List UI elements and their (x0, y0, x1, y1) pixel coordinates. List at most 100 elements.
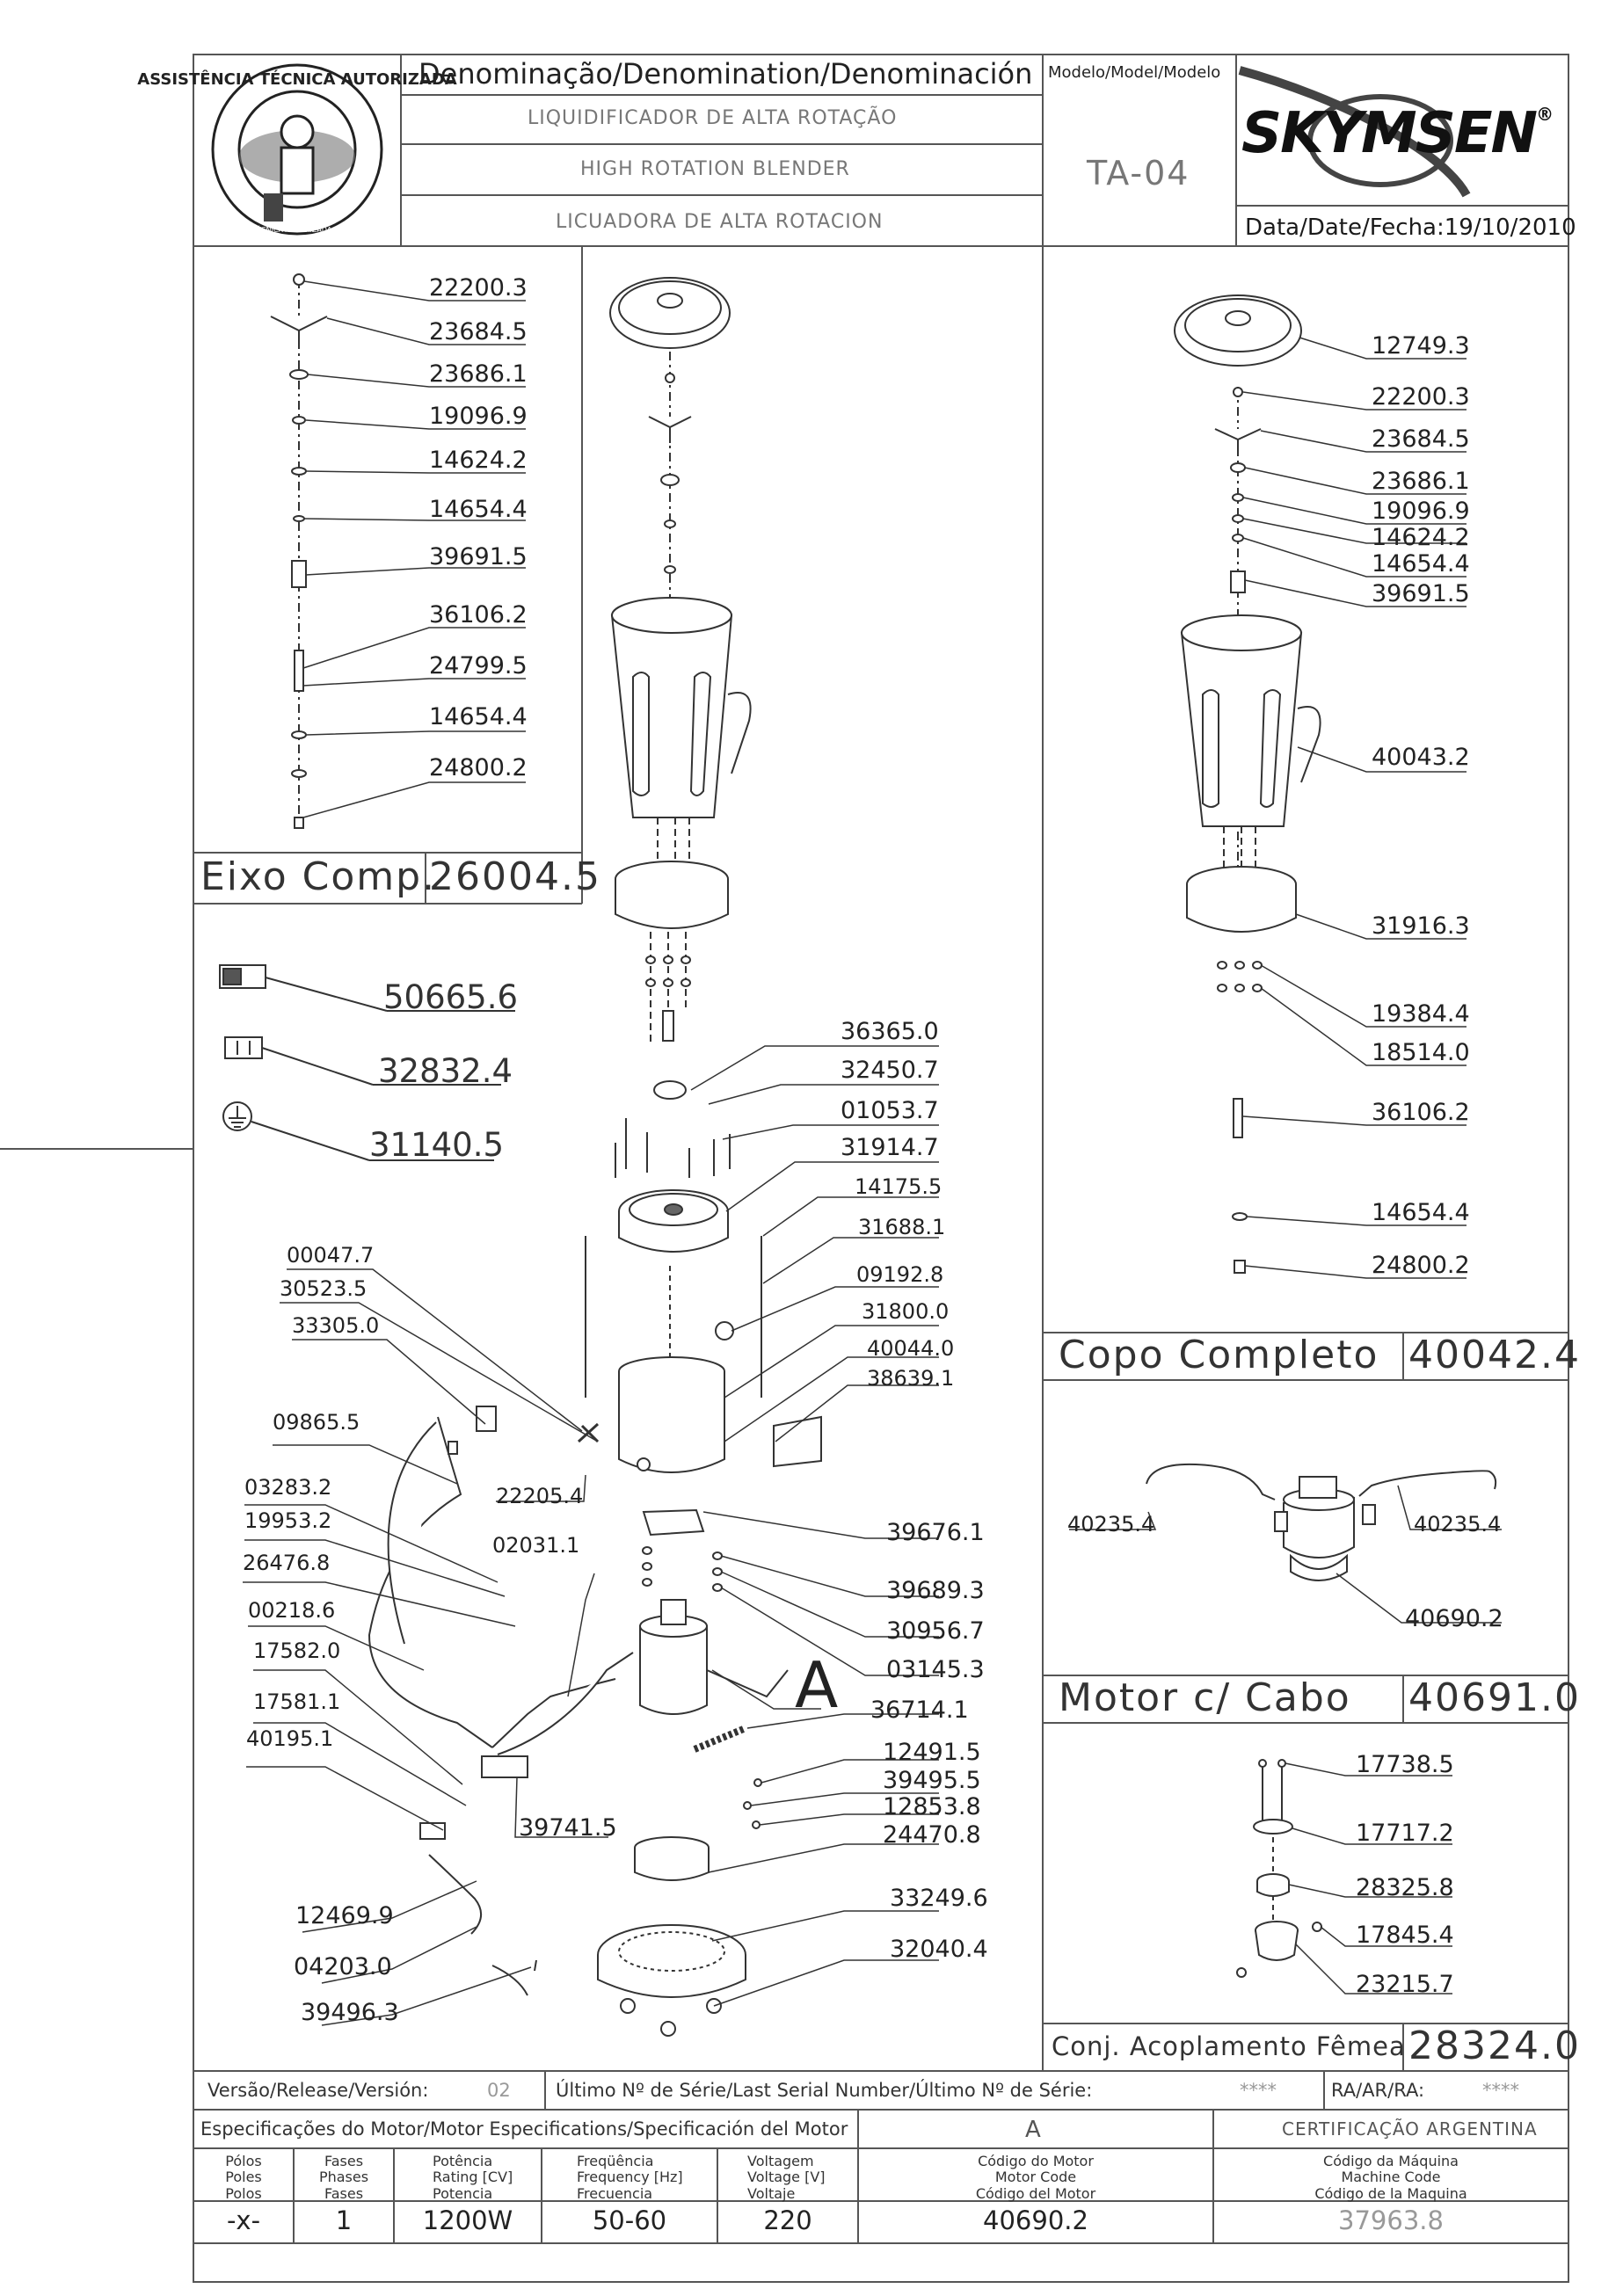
motor-code-value: 40690.2 (983, 2205, 1088, 2235)
part-number: 03283.2 (244, 1475, 332, 1500)
rating-value: 1200W (422, 2205, 513, 2235)
part-number: 30956.7 (886, 1617, 985, 1645)
part-number: 39689.3 (886, 1577, 985, 1604)
part-number: 31916.3 (1372, 912, 1470, 940)
poles-value: -x- (226, 2205, 261, 2235)
logo-text-art: ASSISTÊNCIA TÉCNICA AUTORIZADA (137, 69, 456, 89)
part-number: 36365.0 (841, 1018, 939, 1045)
date-value: 19/10/2010 (1444, 214, 1576, 241)
column-header-motor-code: Código do Motor Motor Code Código del Mo… (975, 2153, 1096, 2202)
ra-value: **** (1482, 2080, 1519, 2101)
motor-cable-drawing (1146, 1463, 1497, 1581)
column-header-machine-code: Código da Máquina Machine Code Código de… (1314, 2153, 1467, 2202)
brand-name: SKYMSEN (1241, 101, 1538, 166)
part-number: 14654.4 (1372, 1199, 1470, 1226)
part-number: 12469.9 (295, 1902, 394, 1929)
voltage-value: 220 (763, 2205, 812, 2235)
part-number: 24800.2 (429, 754, 528, 781)
part-number: 03145.3 (886, 1656, 985, 1683)
coupling-drawing (1236, 1759, 1322, 1978)
brand-registered-mark: ® (1536, 104, 1554, 125)
part-number: 31914.7 (841, 1134, 939, 1161)
ground-symbol-icon (222, 1101, 494, 1161)
model-value: TA-04 (1087, 154, 1190, 193)
part-number: 23684.5 (1372, 425, 1470, 453)
part-number: 12491.5 (883, 1739, 981, 1766)
date-field: Data/Date/Fecha:19/10/2010 (1245, 216, 1576, 239)
part-number: 23686.1 (1372, 468, 1470, 495)
part-number: 26476.8 (243, 1551, 331, 1575)
column-header-poles: Pólos Poles Polos (225, 2153, 262, 2202)
phases-value: 1 (335, 2205, 353, 2235)
version-value: 02 (487, 2080, 511, 2101)
product-name-es: LICUADORA DE ALTA ROTACION (556, 211, 884, 233)
cup-assembly-drawing (1174, 294, 1321, 1274)
part-number: 01053.7 (841, 1097, 939, 1124)
part-number: 39691.5 (1372, 580, 1470, 607)
certification-label: CERTIFICAÇÃO ARGENTINA (1282, 2118, 1538, 2140)
product-name-en: HIGH ROTATION BLENDER (580, 158, 850, 180)
main-leader-lines (243, 1045, 939, 2026)
detail-letter-art: A (795, 1648, 838, 1722)
model-label: Modelo/Model/Modelo (1048, 63, 1221, 82)
part-number: 22205.4 (496, 1484, 584, 1508)
cup-panel-title: Copo Completo (1059, 1333, 1379, 1377)
brand-logo: SKYMSEN® (1241, 104, 1554, 162)
part-number: 12749.3 (1372, 332, 1470, 360)
shaft-leader-lines (302, 280, 526, 818)
logo-text: ASSISTÊNCIA TÉCNICA AUTORIZADA (204, 226, 332, 234)
column-header-rating: Potência Rating [CV] Potencia (433, 2153, 513, 2202)
part-number: 23686.1 (429, 360, 528, 388)
part-number: 14175.5 (855, 1174, 943, 1199)
part-number: 33249.6 (890, 1885, 988, 1912)
part-number: 36106.2 (1372, 1099, 1470, 1126)
part-number: 31800.0 (862, 1299, 950, 1324)
part-number: 14624.2 (429, 447, 528, 474)
part-number: 32832.4 (378, 1052, 513, 1090)
part-number: 17581.1 (253, 1689, 341, 1714)
part-number: 09865.5 (273, 1410, 360, 1435)
warning-label-icon (219, 964, 515, 1012)
part-number: 14624.2 (1372, 524, 1470, 551)
column-header-phases: Fases Phases Fases (318, 2153, 369, 2202)
serial-label: Último Nº de Série/Last Serial Number/Úl… (556, 2080, 1093, 2101)
version-label: Versão/Release/Versión: (207, 2080, 429, 2101)
part-number: 40235.4 (1414, 1512, 1502, 1537)
shaft-panel-code: 26004.5 (429, 854, 601, 899)
coupling-leader-lines (1285, 1762, 1452, 1994)
detail-letter: A (795, 1652, 799, 1658)
main-blender-drawing (368, 277, 822, 2037)
column-header-frequency: Freqüência Frequency [Hz] Frecuencia (577, 2153, 683, 2202)
part-number: 19953.2 (244, 1508, 332, 1533)
part-number: 40235.4 (1067, 1512, 1155, 1537)
part-number: 00047.7 (287, 1243, 375, 1268)
authorized-service-logo (211, 63, 383, 236)
part-number: 31140.5 (369, 1126, 505, 1164)
part-number: 23684.5 (429, 318, 528, 345)
ra-label: RA/AR/RA: (1331, 2080, 1425, 2101)
part-number: 19096.9 (1372, 498, 1470, 525)
part-number: 24470.8 (883, 1821, 981, 1849)
part-number: 40690.2 (1405, 1605, 1503, 1632)
part-number: 38639.1 (867, 1366, 955, 1391)
coupling-panel-code: 28324.0 (1408, 2024, 1581, 2068)
part-number: 23215.7 (1356, 1971, 1454, 1998)
part-number: 39691.5 (429, 543, 528, 570)
part-number: 02031.1 (492, 1533, 580, 1558)
cup-leader-lines (1242, 337, 1467, 1279)
part-number: 17717.2 (1356, 1820, 1454, 1847)
part-number: 18514.0 (1372, 1039, 1470, 1066)
part-number: 19096.9 (429, 403, 528, 430)
part-number: 40195.1 (246, 1726, 334, 1751)
date-label: Data/Date/Fecha: (1245, 214, 1445, 241)
terminal-block-icon (224, 1036, 501, 1086)
part-number: 22200.3 (1372, 383, 1470, 411)
part-number: 14654.4 (429, 496, 528, 523)
shaft-assembly-drawing (270, 273, 328, 829)
part-number: 32450.7 (841, 1057, 939, 1084)
part-number: 39741.5 (519, 1814, 617, 1842)
part-number: 30523.5 (280, 1276, 368, 1301)
motor-group-value: A (1025, 2117, 1041, 2143)
part-number: 39676.1 (886, 1519, 985, 1546)
